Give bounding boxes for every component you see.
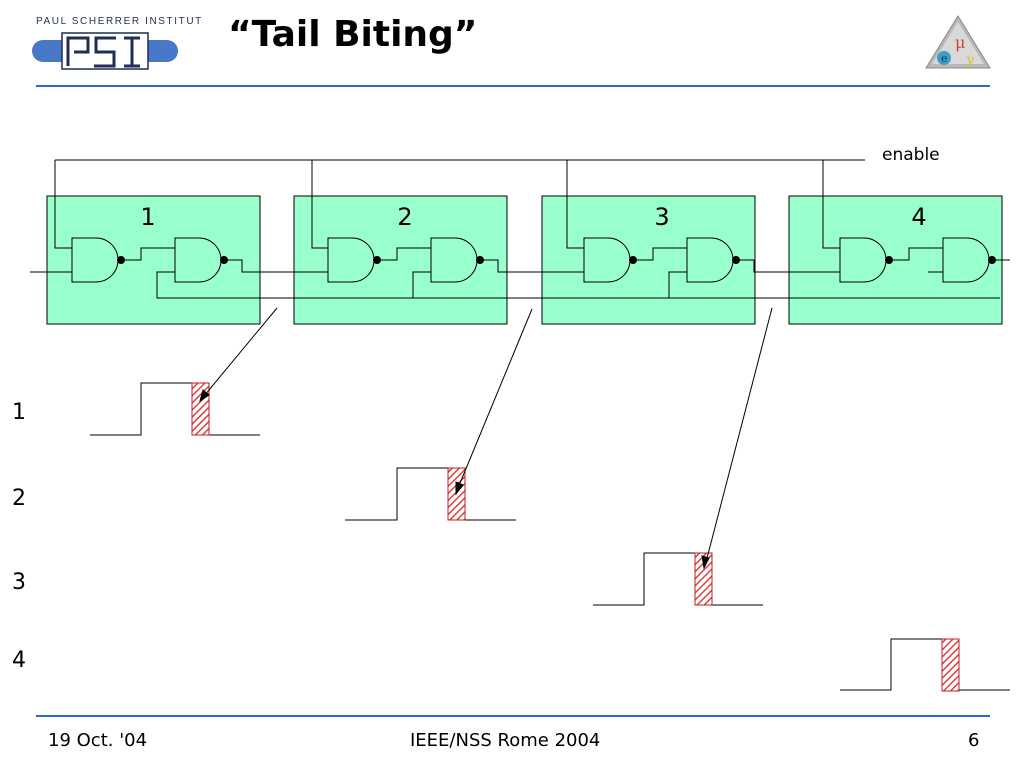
svg-text:γ: γ xyxy=(966,52,974,68)
footer-date: 19 Oct. '04 xyxy=(48,730,148,751)
block-label: 1 xyxy=(140,203,156,231)
psi-logo xyxy=(32,32,178,70)
and-gate-icon xyxy=(942,237,990,283)
row-label: 1 xyxy=(12,400,26,425)
logo-caption: PAUL SCHERRER INSTITUT xyxy=(36,16,203,27)
and-gate-icon xyxy=(686,237,734,283)
footer-conference: IEEE/NSS Rome 2004 xyxy=(410,730,601,751)
tail-3 xyxy=(694,552,713,606)
enable-label: enable xyxy=(882,145,940,165)
hatched-tails xyxy=(191,382,960,692)
arrows xyxy=(199,307,773,570)
slide-title: “Tail Biting” xyxy=(228,14,478,55)
signal-wiring xyxy=(30,247,1010,299)
and-gate-icon xyxy=(583,237,631,283)
inverter-dots xyxy=(117,256,996,264)
pulse-waveforms xyxy=(90,382,1010,691)
row-label: 4 xyxy=(12,648,26,673)
tail-4 xyxy=(941,638,960,692)
and-gate-icon xyxy=(327,237,375,283)
page-number: 6 xyxy=(968,730,980,751)
tail-1 xyxy=(191,382,210,436)
pulse-1 xyxy=(90,382,260,436)
and-gate-icon xyxy=(430,237,478,283)
svg-text:μ: μ xyxy=(955,33,965,52)
pulse-2 xyxy=(345,467,516,521)
block-label: 2 xyxy=(397,203,413,231)
pulse-4 xyxy=(840,638,1010,691)
enable-line xyxy=(54,159,865,249)
and-gate-icon xyxy=(174,237,222,283)
svg-text:e: e xyxy=(941,52,948,65)
and-gate-icon xyxy=(839,237,887,283)
and-gates xyxy=(71,237,990,283)
block-label: 3 xyxy=(654,203,670,231)
block-label: 4 xyxy=(911,203,927,231)
and-gate-icon xyxy=(71,237,119,283)
row-label: 3 xyxy=(12,570,26,595)
row-label: 2 xyxy=(12,486,26,511)
mu-e-gamma-logo-icon: μ γ e xyxy=(925,15,991,69)
pulse-3 xyxy=(593,552,763,606)
